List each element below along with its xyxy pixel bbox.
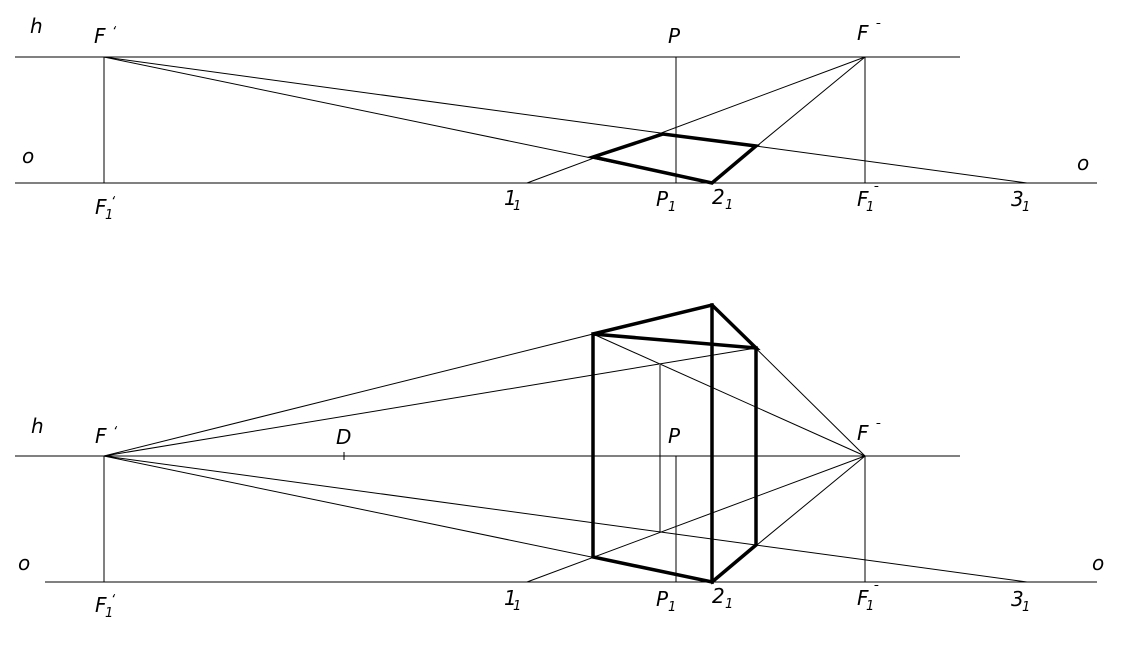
- label-f-right-mark-bottom: ¯: [874, 422, 881, 437]
- label-f1-left-bottom: F: [95, 593, 107, 617]
- label-3-bottom: 3: [1011, 587, 1024, 611]
- label-o-left-top: o: [22, 144, 34, 168]
- label-f1-left-mark-bottom: ‘: [111, 593, 116, 608]
- label-1-top: 1: [504, 186, 517, 210]
- box-left-face: [591, 303, 714, 585]
- label-d-bottom: D: [336, 425, 351, 449]
- label-f1-left-sub-top: 1: [105, 208, 113, 223]
- label-f1-left-mark-top: ‘: [111, 195, 116, 210]
- label-f1-left-top: F: [95, 195, 107, 219]
- label-p1-sub-top: 1: [668, 200, 676, 215]
- label-f-left-mark-top: ‘: [112, 25, 117, 40]
- label-2-bottom: 2: [712, 584, 725, 608]
- label-f1-left-sub-bottom: 1: [105, 606, 113, 621]
- label-f-right-bottom: F: [857, 421, 869, 445]
- label-h-bottom: h: [31, 414, 44, 438]
- label-3-sub-top: 1: [1022, 200, 1030, 215]
- label-f1-right-sub-bottom: 1: [866, 599, 874, 614]
- label-3-top: 3: [1011, 187, 1024, 211]
- label-f-right-top: F: [857, 21, 869, 45]
- label-2-sub-top: 1: [725, 198, 733, 213]
- ray-fl-to-3: [103, 455, 1028, 583]
- label-f-left-top: F: [94, 24, 106, 48]
- label-1-sub-top: 1: [513, 199, 521, 214]
- label-2-sub-bottom: 1: [725, 597, 733, 612]
- top-view-labels: h o o F ‘ P F ¯ F 1 ‘ 1 1 P 1 2 1 F 1 ¯ …: [22, 14, 1089, 223]
- label-p1-sub-bottom: 1: [668, 600, 676, 615]
- box-top-face: [592, 303, 761, 351]
- box-right-face: [709, 346, 758, 585]
- label-f-left-mark-bottom: ‘: [113, 425, 118, 440]
- ray-fr-top-left: [592, 333, 866, 457]
- bottom-view-labels: h o o F ‘ D P F ¯ F 1 ‘ 1 1 P 1 2 1 F 1 …: [18, 414, 1104, 621]
- label-o-right-top: o: [1077, 151, 1089, 175]
- label-f1-right-top: F: [857, 187, 869, 211]
- label-2-top: 2: [712, 185, 725, 209]
- label-p-bottom: P: [668, 424, 681, 448]
- label-f1-right-sub-top: 1: [866, 200, 874, 215]
- bottom-view: [15, 303, 1097, 585]
- label-p-top: P: [668, 24, 681, 48]
- ray-fl-to-3-top: [103, 56, 1028, 184]
- ray-fr-to-1-top: [526, 56, 866, 184]
- label-o-right-bottom: o: [1092, 551, 1104, 575]
- label-f-left-bottom: F: [95, 424, 107, 448]
- label-f1-right-bottom: F: [857, 586, 869, 610]
- label-p1-bottom: P: [656, 587, 669, 611]
- label-f1-right-mark-bottom: ¯: [872, 584, 879, 599]
- top-view: [15, 56, 1097, 185]
- ray-fr-to-1: [526, 455, 866, 583]
- ray-fl-top-right: [103, 347, 757, 457]
- plan-quadrilateral: [586, 132, 761, 185]
- label-f-right-mark-top: ¯: [874, 22, 881, 37]
- label-f1-right-mark-top: ¯: [872, 185, 879, 200]
- label-1-sub-bottom: 1: [513, 599, 521, 614]
- label-p1-top: P: [656, 187, 669, 211]
- label-o-left-bottom: o: [18, 551, 30, 575]
- label-h-top: h: [30, 14, 43, 38]
- label-3-sub-bottom: 1: [1022, 600, 1030, 615]
- label-1-bottom: 1: [504, 586, 517, 610]
- ray-fl-top-left: [103, 333, 594, 457]
